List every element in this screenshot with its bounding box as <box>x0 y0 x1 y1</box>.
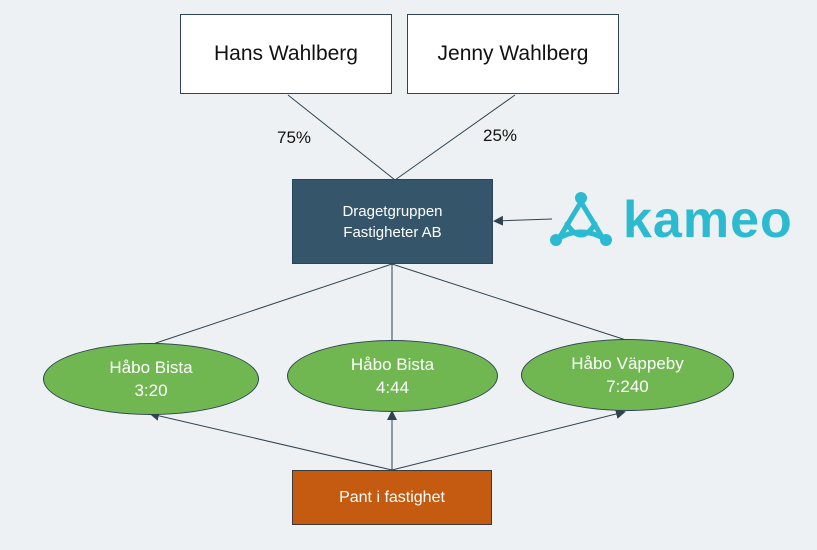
owner-name-hans: Hans Wahlberg <box>214 42 358 65</box>
property-ellipse-bista-3-20: Håbo Bista 3:20 <box>43 343 259 415</box>
collateral-box: Pant i fastighet <box>292 470 492 525</box>
property-number: 4:44 <box>375 378 410 397</box>
property-ellipse-vappeby-7-240: Håbo Väppeby 7:240 <box>521 339 734 411</box>
property-name: Håbo Bista <box>350 355 435 374</box>
company-box: Dragetgruppen Fastigheter AB <box>292 179 493 264</box>
property-ellipse-bista-4-44: Håbo Bista 4:44 <box>287 340 498 412</box>
line-company-prop1 <box>152 263 393 345</box>
property-number: 3:20 <box>134 381 168 400</box>
line-owner2-company <box>394 94 516 181</box>
company-name-line2: Fastigheter AB <box>343 223 442 241</box>
line-company-prop3 <box>391 263 627 341</box>
owner-box-hans: Hans Wahlberg <box>180 14 392 94</box>
share-hans: 75% <box>277 128 312 147</box>
property-name: Håbo Väppeby <box>571 354 684 373</box>
owner-name-jenny: Jenny Wahlberg <box>437 42 589 65</box>
kameo-logo-text: kameo <box>623 191 793 249</box>
property-name: Håbo Bista <box>109 358 193 377</box>
company-name-line1: Dragetgruppen <box>342 202 443 220</box>
share-jenny: 25% <box>483 126 518 145</box>
owner-box-jenny: Jenny Wahlberg <box>407 14 619 94</box>
arrow-pant-prop3 <box>391 409 626 471</box>
collateral-label: Pant i fastighet <box>339 488 445 506</box>
line-owner1-company <box>287 94 396 181</box>
arrow-logo-company <box>493 215 553 226</box>
arrow-pant-prop1 <box>149 410 393 471</box>
kameo-logo-icon <box>550 192 612 246</box>
property-number: 7:240 <box>606 377 649 396</box>
